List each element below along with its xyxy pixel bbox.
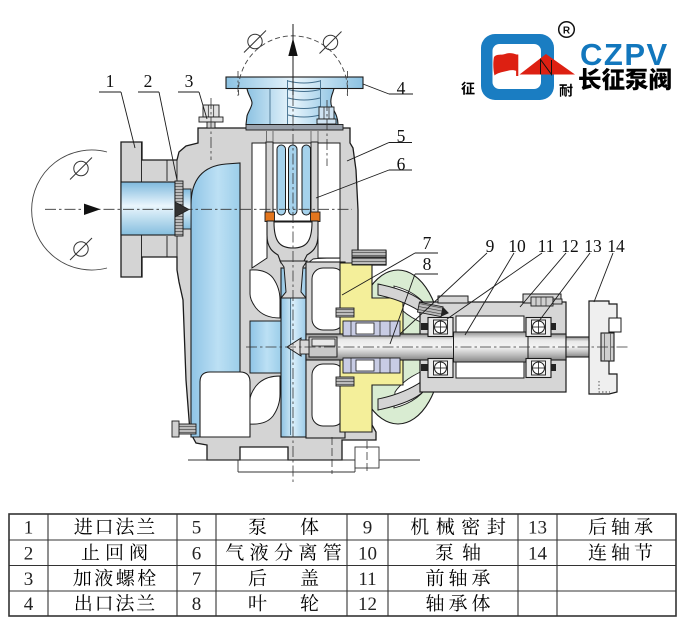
svg-text:9: 9 [363, 518, 373, 539]
svg-text:3: 3 [185, 71, 194, 91]
svg-text:2: 2 [24, 543, 34, 564]
svg-text:10: 10 [358, 543, 377, 564]
svg-text:2: 2 [144, 71, 153, 91]
svg-text:7: 7 [423, 233, 432, 253]
svg-text:8: 8 [423, 254, 432, 274]
svg-text:5: 5 [397, 126, 406, 146]
svg-text:11: 11 [358, 569, 376, 590]
svg-text:9: 9 [486, 236, 495, 256]
svg-text:8: 8 [192, 594, 202, 615]
svg-text:12: 12 [561, 236, 579, 256]
svg-text:11: 11 [538, 236, 555, 256]
svg-text:4: 4 [397, 78, 406, 98]
svg-text:14: 14 [528, 543, 548, 564]
svg-text:1: 1 [106, 71, 115, 91]
svg-text:3: 3 [24, 569, 34, 590]
svg-text:10: 10 [508, 236, 526, 256]
svg-text:14: 14 [607, 236, 625, 256]
svg-text:12: 12 [358, 594, 377, 615]
svg-text:6: 6 [192, 543, 202, 564]
svg-text:13: 13 [584, 236, 602, 256]
svg-text:CZPV: CZPV [580, 37, 669, 72]
svg-text:4: 4 [24, 594, 34, 615]
svg-text:7: 7 [192, 569, 202, 590]
svg-text:1: 1 [24, 518, 34, 539]
svg-text:5: 5 [192, 518, 202, 539]
svg-text:13: 13 [528, 518, 547, 539]
svg-text:R: R [563, 26, 571, 37]
svg-text:6: 6 [397, 154, 406, 174]
